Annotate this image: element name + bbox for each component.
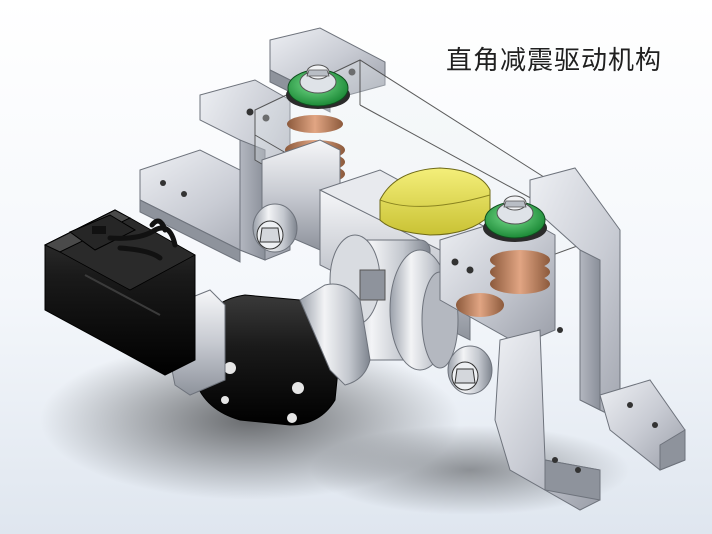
left-green-nut-cap xyxy=(286,64,350,109)
right-bearing-screw xyxy=(447,345,493,395)
right-angle-gearhead xyxy=(194,283,371,426)
left-bearing-screw xyxy=(252,203,298,253)
yellow-damper-block xyxy=(379,167,491,236)
right-green-nut-cap xyxy=(483,195,547,242)
gear-reducer xyxy=(329,234,459,371)
right-spring-damper xyxy=(456,250,550,317)
servo-motor xyxy=(43,209,196,376)
page-title: 直角减震驱动机构 xyxy=(446,46,663,76)
motor-cables xyxy=(107,218,178,261)
